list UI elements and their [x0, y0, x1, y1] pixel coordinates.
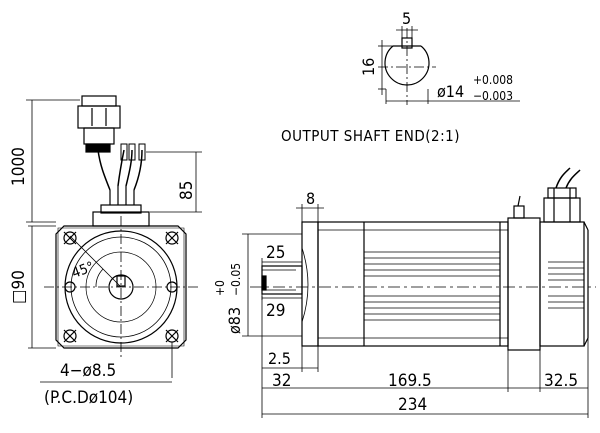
side-view	[242, 167, 596, 418]
pcd-label: (P.C.Dø104)	[44, 388, 133, 408]
pilot-tol-upper-label: +0	[213, 280, 227, 296]
front-view	[26, 95, 202, 383]
pilot-depth-label: 2.5	[268, 349, 291, 368]
cable-length-label: 1000	[9, 147, 29, 186]
pilot-tol-lower-label: −0.05	[229, 263, 243, 296]
shaft-projection-label: 32	[272, 371, 291, 391]
connector-offset-label: 85	[177, 181, 197, 200]
shaft-key-width-label: 5	[402, 9, 411, 28]
pilot-diameter-label: ø83	[225, 307, 244, 334]
shaft-end-detail	[378, 26, 520, 105]
shaft-flat-height-label: 16	[359, 58, 378, 76]
shaft-tol-upper-label: +0.008	[473, 73, 513, 87]
flange-thickness-label: 8	[306, 189, 315, 208]
overall-length-label: 234	[398, 395, 427, 415]
body-length-label: 169.5	[388, 371, 432, 391]
shaft-length-label: 25	[266, 243, 285, 263]
key-length-label: 29	[266, 301, 285, 321]
bolt-holes	[63, 231, 179, 343]
shaft-tol-lower-label: −0.003	[473, 89, 513, 103]
bolt-angle-label: 45°	[70, 259, 96, 282]
flange-square-label: □90	[9, 270, 29, 304]
rear-length-label: 32.5	[544, 371, 578, 391]
shaft-diameter-label: ø14	[437, 82, 464, 101]
bolt-holes-label: 4−ø8.5	[60, 361, 116, 381]
shaft-caption: OUTPUT SHAFT END(2:1)	[281, 127, 460, 145]
